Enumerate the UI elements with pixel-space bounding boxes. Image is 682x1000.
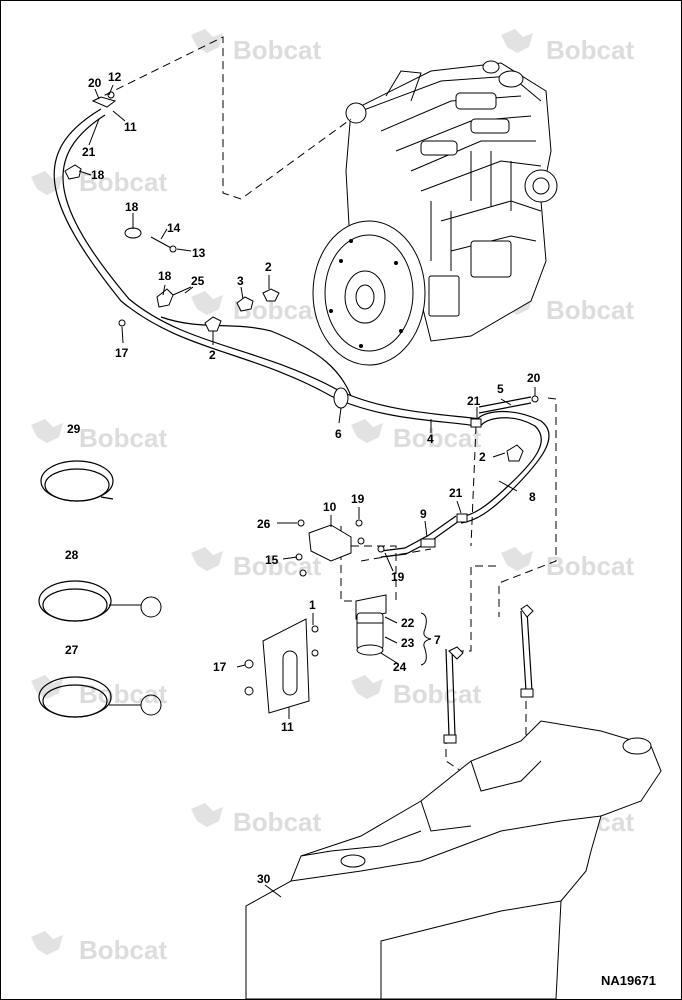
watermark-logo: Bobcat: [501, 29, 634, 65]
watermark-text: Bobcat: [79, 679, 167, 709]
hardware-parts: [64, 91, 539, 744]
watermark-text: Bobcat: [233, 551, 321, 581]
watermark-logo: Bobcat: [191, 803, 321, 837]
callout-21: 21: [467, 394, 481, 408]
callout-2: 2: [209, 348, 216, 362]
callout-16: 15: [265, 553, 279, 567]
hose-coil-29: [40, 460, 114, 502]
callout-17: 17: [115, 346, 129, 360]
callout-9: 9: [420, 507, 427, 521]
watermark-text: Bobcat: [79, 935, 167, 965]
diagram-code: NA19671: [601, 973, 656, 988]
callout-14: 13: [192, 246, 206, 260]
callout-leaders: [78, 84, 536, 898]
watermark-logo: Bobcat: [191, 547, 321, 581]
callout-3: 3: [237, 274, 244, 288]
callout-19: 19: [351, 492, 365, 506]
watermark-text: Bobcat: [79, 167, 167, 197]
engine-assembly: [312, 60, 558, 366]
callout-5: 5: [497, 382, 504, 396]
watermark-logo: Bobcat: [351, 675, 481, 709]
callout-7: 7: [434, 633, 441, 647]
callout-12: 11: [124, 120, 137, 134]
watermark-logo: Bobcat: [501, 547, 634, 581]
callout-1: 1: [309, 598, 316, 612]
callout-2: 2: [479, 450, 486, 464]
watermark-logo: Bobcat: [31, 675, 167, 709]
callout-17: 17: [213, 660, 227, 674]
callout-11: 11: [281, 720, 294, 734]
callout-22: 22: [401, 616, 415, 630]
callout-23: 23: [401, 636, 415, 650]
callout-27: 27: [65, 643, 79, 657]
watermark-logo: Bobcat: [351, 419, 481, 453]
callout-4: 4: [427, 432, 434, 446]
watermark-layer: Bobcat Bobcat Bobcat Bobcat Bobcat Bobca…: [31, 29, 634, 965]
watermark-logo: Bobcat: [191, 29, 321, 65]
watermark-text: Bobcat: [233, 807, 321, 837]
callout-18: 18: [125, 200, 139, 214]
hose-coil-27: [38, 676, 162, 718]
callout-6: 6: [335, 427, 342, 441]
callout-20: 20: [527, 371, 541, 385]
callout-21: 21: [82, 145, 96, 159]
watermark-text: Bobcat: [233, 35, 321, 65]
callout-24: 24: [393, 660, 407, 674]
callout-25: 25: [191, 274, 205, 288]
callout-13: 12: [108, 70, 122, 84]
callout-8: 8: [529, 490, 536, 504]
callout-26: 26: [257, 517, 271, 531]
callout-10: 10: [323, 500, 337, 514]
reference-leaders: [92, 36, 557, 792]
callout-18: 18: [158, 269, 172, 283]
fuel-hoses: [53, 108, 550, 737]
watermark-text: Bobcat: [546, 295, 634, 325]
fuel-tank: [245, 720, 662, 999]
hose-coil-28: [38, 580, 162, 622]
watermark-logo: Bobcat: [31, 167, 167, 197]
callout-28: 28: [65, 548, 79, 562]
watermark-text: Bobcat: [546, 35, 634, 65]
fitting: [91, 96, 117, 108]
callout-29: 29: [67, 422, 81, 436]
callout-21: 21: [449, 486, 463, 500]
callout-15: 14: [167, 221, 181, 235]
watermark-text: Bobcat: [79, 423, 167, 453]
watermark-logo: Bobcat: [31, 419, 167, 453]
callout-30: 30: [257, 872, 271, 886]
watermark-logo: Bobcat: [31, 931, 167, 965]
hose-coils: [38, 460, 162, 718]
watermark-text: Bobcat: [393, 679, 481, 709]
callout-labels: 20 12 11 21 18 18 14 13 18 25 17 3 2 2 6…: [65, 70, 541, 886]
callout-19: 19: [391, 570, 405, 584]
callout-18: 18: [91, 168, 105, 182]
callout-2: 2: [265, 260, 272, 274]
callout-20: 20: [88, 76, 102, 90]
watermark-text: Bobcat: [546, 551, 634, 581]
watermark-text: Bobcat: [393, 423, 481, 453]
